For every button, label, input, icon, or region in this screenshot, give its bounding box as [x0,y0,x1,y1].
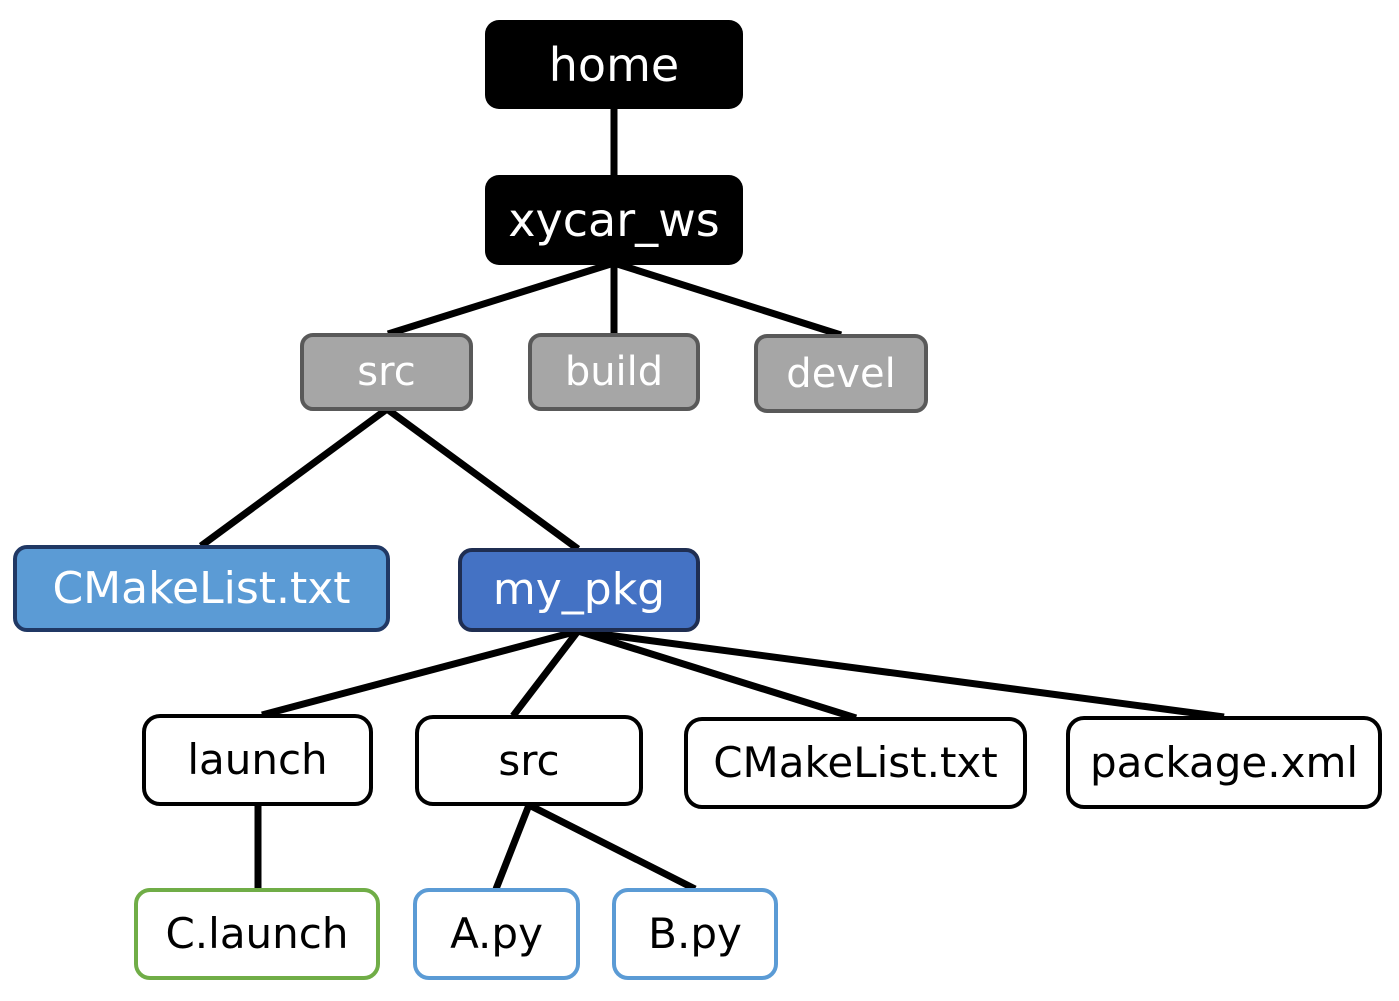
tree-edge-xycar_ws-to-src_top [386,259,616,338]
tree-node-xycar_ws[interactable]: xycar_ws [485,175,743,265]
tree-node-launch[interactable]: launch [142,714,373,806]
tree-node-label-b_py: B.py [648,909,742,958]
tree-edge-src_pkg-to-a_py [492,803,533,891]
tree-node-b_py[interactable]: B.py [612,888,778,980]
tree-node-my_pkg[interactable]: my_pkg [458,548,700,632]
tree-edge-xycar_ws-to-devel [612,259,843,339]
tree-node-label-build: build [564,349,664,395]
tree-node-build[interactable]: build [528,333,700,411]
tree-node-label-launch: launch [187,735,328,784]
tree-node-label-cmake_white: CMakeList.txt [713,738,998,787]
tree-node-cmake_blue[interactable]: CMakeList.txt [13,545,390,632]
tree-edge-my_pkg-to-launch [261,627,579,719]
tree-edge-src_top-to-my_pkg [384,406,581,552]
tree-node-devel[interactable]: devel [754,334,928,413]
tree-node-package_xml[interactable]: package.xml [1066,716,1382,809]
tree-node-label-src_top: src [357,349,416,395]
tree-edge-src_top-to-cmake_blue [198,406,390,549]
tree-node-label-src_pkg: src [498,735,560,785]
tree-node-label-xycar_ws: xycar_ws [508,193,720,247]
tree-node-label-a_py: A.py [450,909,543,958]
tree-edge-src_pkg-to-b_py [527,801,697,893]
tree-node-label-c_launch: C.launch [165,909,349,958]
tree-node-label-my_pkg: my_pkg [492,564,666,615]
tree-node-a_py[interactable]: A.py [413,888,580,980]
tree-edge-my_pkg-to-src_pkg [510,628,581,719]
tree-node-src_top[interactable]: src [300,333,473,411]
tree-node-label-devel: devel [786,350,896,397]
tree-node-label-home: home [548,37,680,92]
tree-node-cmake_white[interactable]: CMakeList.txt [684,717,1027,809]
tree-node-label-cmake_blue: CMakeList.txt [52,562,351,614]
tree-node-home[interactable]: home [485,20,743,109]
tree-node-src_pkg[interactable]: src [415,715,643,806]
tree-node-label-package_xml: package.xml [1089,737,1359,787]
tree-edge-my_pkg-to-cmake_white [576,627,858,722]
tree-edge-my_pkg-to-package_xml [577,627,1225,721]
tree-node-c_launch[interactable]: C.launch [134,888,380,980]
